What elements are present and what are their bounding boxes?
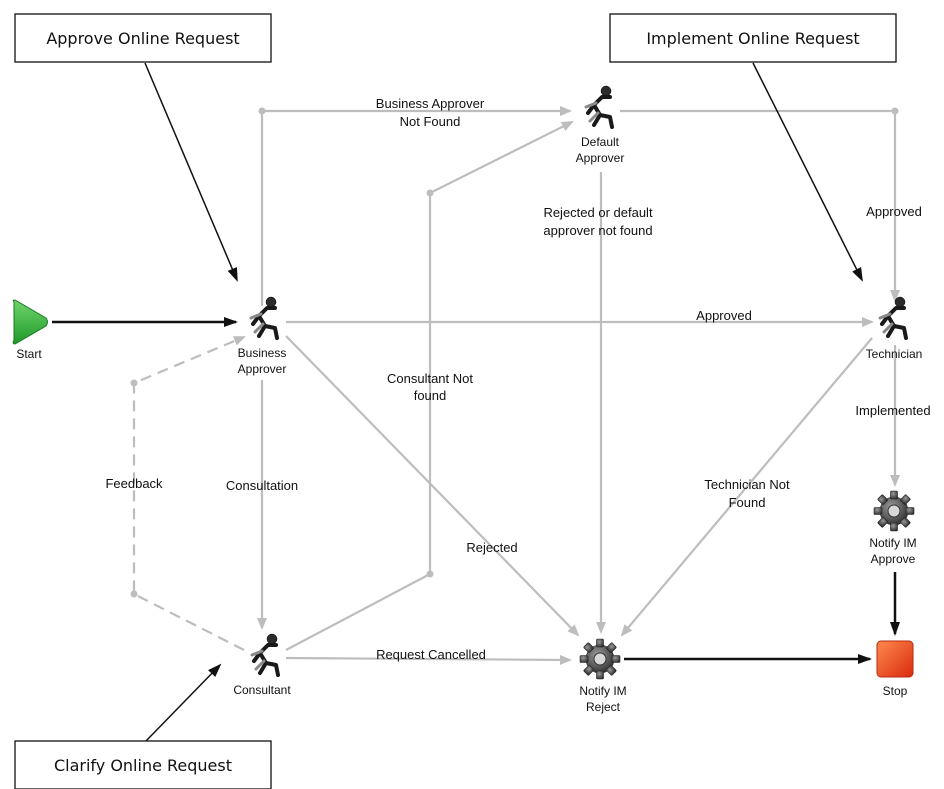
label-approved-top: Approved [866,204,922,219]
running-person-icon [250,632,280,677]
node-consultant[interactable]: Consultant [233,632,291,697]
running-person-icon [584,84,614,129]
callout-implement-text: Implement Online Request [646,29,859,48]
label-technician-not-found-1: Technician Not [704,477,790,492]
flow-lines [132,106,900,665]
node-notify-im-reject[interactable]: Notify IM Reject [579,638,627,714]
main-lines [52,317,900,664]
node-technician-label: Technician [866,347,923,361]
callout-clarify-online-request: Clarify Online Request [14,740,272,789]
flow-business-to-reject[interactable] [285,335,580,637]
callout-pointers [144,62,863,743]
label-technician-not-found-2: Found [729,495,766,510]
label-rejected-or-default-1: Rejected or default [543,205,653,220]
label-business-approver-not-found-2: Not Found [400,114,461,129]
flow-feedback-dashed[interactable] [132,335,246,651]
node-start[interactable]: Start [12,299,48,361]
callout-approve-text: Approve Online Request [46,29,239,48]
label-implemented: Implemented [855,403,930,418]
label-rejected: Rejected [466,540,517,555]
node-notify-reject-label-1: Notify IM [579,684,626,698]
flow-labels: Business Approver Not Found Rejected or … [105,96,930,662]
node-notify-approve-label-1: Notify IM [869,536,916,550]
running-person-icon [249,295,279,340]
node-notify-reject-label-2: Reject [586,700,621,714]
node-default-approver-label-1: Default [581,135,620,149]
flow-default-to-technician[interactable] [620,109,900,302]
stop-square-icon [876,640,914,678]
flow-consultant-to-reject[interactable] [285,654,572,665]
label-business-approver-not-found-1: Business Approver [376,96,485,111]
gear-icon [873,490,915,532]
node-default-approver[interactable]: Default Approver [576,84,625,165]
label-request-cancelled: Request Cancelled [376,647,486,662]
node-start-label: Start [16,347,42,361]
running-person-icon [878,295,908,340]
label-feedback: Feedback [105,476,163,491]
callout-implement-online-request: Implement Online Request [609,13,897,63]
play-triangle-icon [12,299,48,345]
node-default-approver-label-2: Approver [576,151,625,165]
label-rejected-or-default-2: approver not found [543,223,652,238]
flow-technician-to-reject[interactable] [620,337,873,637]
label-consultant-not-found-1: Consultant Not [387,371,473,386]
flow-business-to-default[interactable] [260,106,572,306]
node-stop[interactable]: Stop [876,640,914,698]
node-business-approver[interactable]: Business Approver [238,295,287,376]
node-business-approver-label-2: Approver [238,362,287,376]
gear-icon [579,638,621,680]
label-consultant-not-found-2: found [414,388,447,403]
label-consultation: Consultation [226,478,298,493]
node-technician[interactable]: Technician [866,295,923,361]
callout-approve-online-request: Approve Online Request [14,13,272,63]
node-consultant-label: Consultant [233,683,291,697]
flow-consultant-to-default[interactable] [285,121,574,651]
node-notify-im-approve[interactable]: Notify IM Approve [869,490,917,566]
node-stop-label: Stop [883,684,908,698]
node-business-approver-label-1: Business [238,346,287,360]
label-approved-main: Approved [696,308,752,323]
node-notify-approve-label-2: Approve [871,552,916,566]
callout-clarify-text: Clarify Online Request [54,756,232,775]
bend-points [130,107,899,598]
